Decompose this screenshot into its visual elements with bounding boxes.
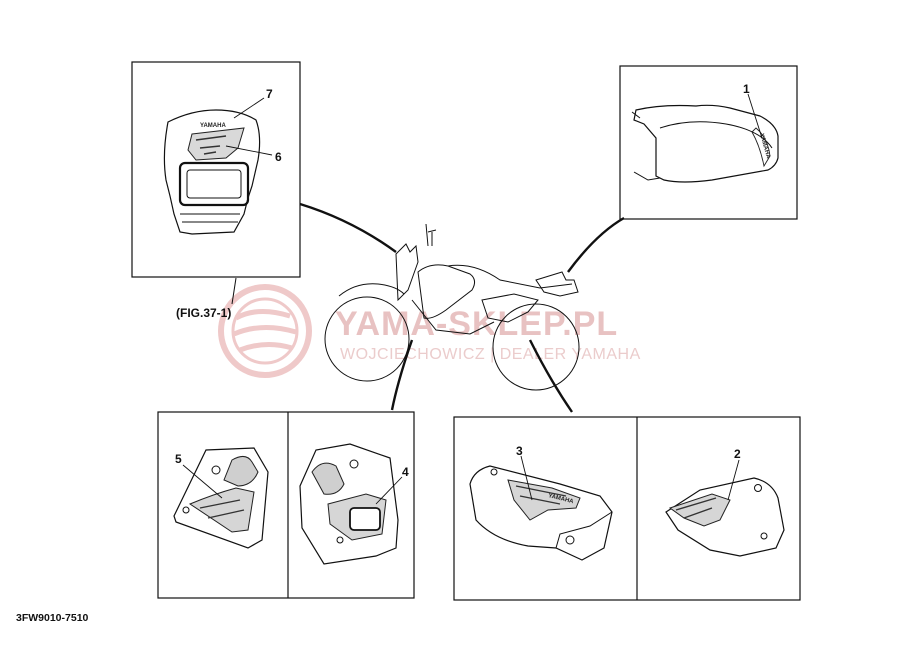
watermark: YAMA-SKLEP.PL WOJCIECHOWICZ | DEALER YAM…: [218, 284, 641, 378]
callout-6: 6: [275, 150, 282, 164]
front-wheel: [324, 296, 410, 382]
front-fender: [338, 283, 405, 297]
callout-1: 1: [743, 82, 750, 96]
decal-left-logo: [223, 456, 259, 487]
callout-7: 7: [266, 87, 273, 101]
drawing-code: 3FW9010-7510: [16, 612, 89, 624]
fuel-tank: [417, 264, 476, 319]
rear-fender: [535, 271, 579, 297]
decal-right-logo: [311, 462, 345, 495]
number-plate-window: [178, 161, 250, 207]
rear-wheel: [492, 303, 580, 391]
handlebar: [425, 223, 437, 247]
panel-radiator-covers: 5 4: [157, 411, 415, 599]
side-cover: [481, 293, 539, 323]
decal-seat: [751, 127, 771, 168]
fig-reference: (FIG.37-1): [176, 306, 231, 320]
callout-4: 4: [402, 465, 409, 479]
callout-5: 5: [175, 452, 182, 466]
watermark-logo: [218, 284, 312, 378]
front-number-plate-outline: [395, 243, 419, 302]
decal-2: [668, 493, 731, 527]
panel-seat: YAMAHA 1: [619, 65, 798, 220]
watermark-title: YAMA-SKLEP.PL: [335, 305, 618, 343]
radiator-cover-left: [173, 447, 269, 549]
decal-3: [507, 479, 581, 521]
seat-line: [447, 264, 573, 289]
radiator-cover-right: [299, 443, 399, 565]
watermark-subtitle: WOJCIECHOWICZ | DEALER YAMAHA: [340, 346, 641, 363]
decal-front-graphic: [187, 127, 245, 161]
side-cover-left: [469, 465, 613, 561]
callout-3: 3: [516, 444, 523, 458]
panel-side-covers: YAMAHA 3 2: [453, 416, 801, 601]
side-cover-right: [665, 477, 785, 557]
panel-front-number-plate: YAMAHA 7 6: [131, 61, 301, 278]
decal-front-yamaha-text: YAMAHA: [200, 123, 226, 129]
frame-lower: [411, 299, 495, 335]
decal-seat-yamaha-text: YAMAHA: [758, 133, 771, 160]
number-plate-outline: [163, 109, 261, 235]
motorcycle-outline: [324, 223, 580, 391]
seat-outline: [633, 104, 779, 183]
decal-5: [188, 487, 255, 533]
callout-2: 2: [734, 447, 741, 461]
leader-curves: [231, 202, 625, 413]
